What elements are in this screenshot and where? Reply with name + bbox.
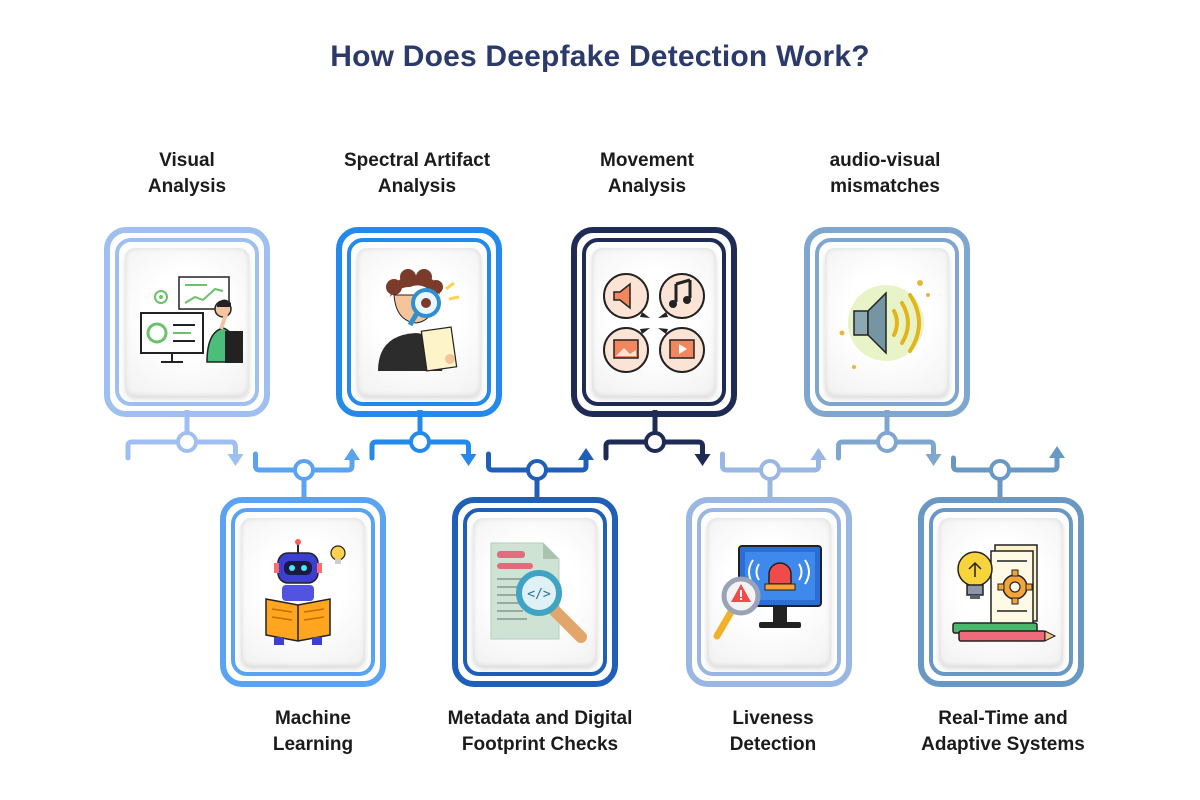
connector-node — [176, 431, 198, 453]
step-card-movement-analysis — [571, 227, 737, 417]
step-card-liveness-detection — [686, 497, 852, 687]
connector-arrow — [344, 448, 360, 460]
connector-arrow — [578, 448, 594, 460]
person-with-magnifier-icon — [378, 269, 460, 372]
speaker-icon — [839, 280, 930, 369]
step-card-visual-analysis — [104, 227, 270, 417]
connector-arrow — [810, 448, 827, 460]
connector-arrow — [694, 454, 711, 466]
monitor-alarm-icon — [713, 545, 822, 640]
step-card-spectral-artifact-analysis — [336, 227, 502, 417]
connector-node — [644, 431, 666, 453]
step-card-real-time-adaptive-systems — [918, 497, 1084, 687]
data-analyst-dashboard-icon — [140, 276, 243, 363]
step-card-audio-visual-mismatches — [804, 227, 970, 417]
connector-node — [876, 431, 898, 453]
robot-reading-book-icon — [265, 539, 346, 645]
idea-gear-document-icon — [952, 544, 1057, 642]
connector-node — [409, 431, 431, 453]
connector-node — [293, 459, 315, 481]
connector-arrow — [227, 454, 244, 466]
connector-node — [526, 459, 548, 481]
step-card-metadata-footprint-checks: </> — [452, 497, 618, 687]
connector-arrow — [1049, 446, 1065, 458]
document-code-search-icon: </> — [490, 542, 587, 643]
connector-node — [759, 459, 781, 481]
page-title: How Does Deepfake Detection Work? — [330, 40, 870, 73]
connector-node — [989, 459, 1011, 481]
media-bubbles-icon — [603, 273, 705, 373]
step-card-machine-learning — [220, 497, 386, 687]
svg-text:</>: </> — [527, 587, 551, 602]
connector-arrow — [925, 454, 942, 466]
connector-arrow — [460, 454, 477, 466]
